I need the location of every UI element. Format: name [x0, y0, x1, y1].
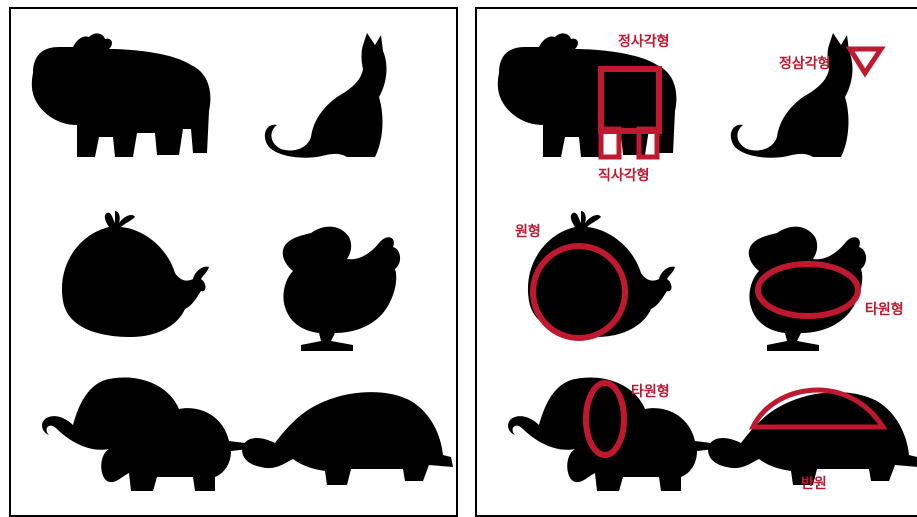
label-semicircle: 반원 — [801, 476, 827, 492]
elephant-icon — [508, 377, 715, 491]
label-triangle: 정삼각형 — [779, 56, 831, 72]
rectangle-shape-right — [636, 126, 660, 160]
right-silhouettes — [497, 33, 917, 491]
whale-icon — [527, 211, 675, 337]
square-shape — [598, 66, 662, 134]
chick-icon — [282, 226, 401, 351]
circle-shape — [530, 243, 628, 341]
elephant-icon — [42, 377, 250, 491]
label-ellipse-elephant: 타원형 — [631, 384, 670, 400]
turtle-icon — [708, 392, 917, 485]
left-silhouettes — [31, 33, 453, 491]
label-ellipse-chick: 타원형 — [865, 302, 904, 318]
left-panel — [9, 7, 458, 517]
hippo-icon — [497, 33, 677, 157]
whale-icon — [61, 211, 209, 337]
chick-icon — [748, 226, 867, 351]
semicircle-shape — [749, 387, 888, 430]
rectangle-shape-left — [598, 126, 622, 160]
label-square: 정사각형 — [618, 34, 670, 50]
ellipse-shape-chick — [755, 261, 861, 319]
triangle-shape — [845, 46, 886, 78]
turtle-icon — [242, 392, 453, 485]
hippo-icon — [31, 33, 211, 157]
cat-icon — [730, 33, 853, 158]
ellipse-shape-elephant — [583, 380, 627, 458]
label-circle: 원형 — [515, 224, 541, 240]
cat-icon — [264, 33, 387, 158]
right-panel: 정사각형 직사각형 정삼각형 원형 타원형 타원형 반원 — [475, 7, 917, 517]
label-rectangle: 직사각형 — [598, 168, 650, 184]
